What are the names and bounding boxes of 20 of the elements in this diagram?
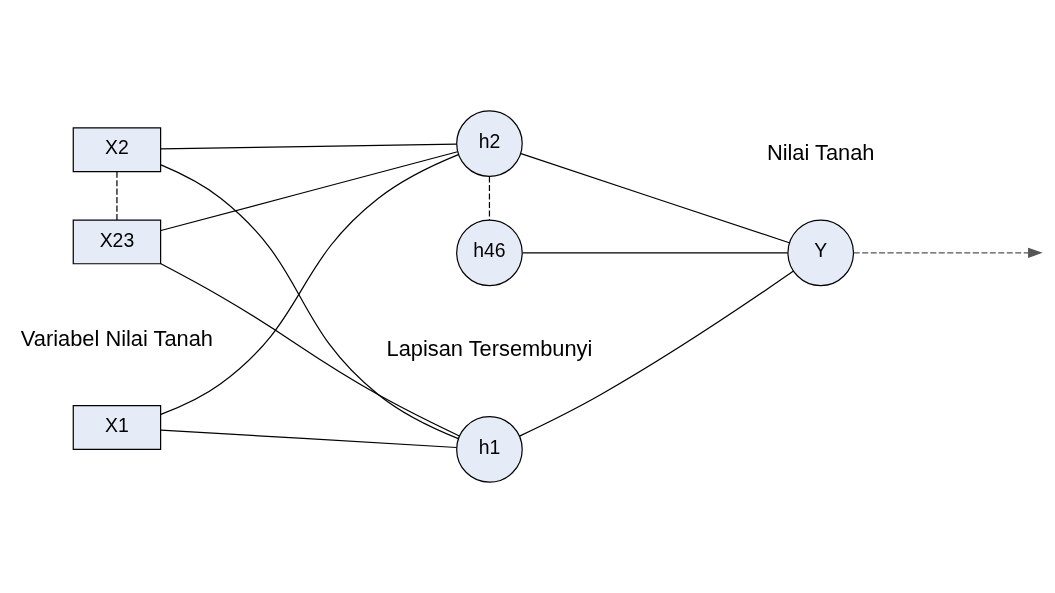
node-box: X23 bbox=[72, 219, 162, 265]
node-circle: Y bbox=[787, 219, 855, 287]
label: Lapisan Tersembunyi bbox=[386, 336, 593, 362]
arrow bbox=[853, 247, 1043, 258]
label: Nilai Tanah bbox=[766, 139, 875, 165]
connector bbox=[160, 429, 458, 449]
node-circle: h2 bbox=[456, 110, 523, 177]
connector bbox=[160, 151, 459, 232]
node-box: X2 bbox=[72, 127, 162, 173]
connector bbox=[160, 263, 460, 437]
node-box: X1 bbox=[72, 405, 162, 450]
connector bbox=[488, 175, 491, 221]
node-circle: h46 bbox=[456, 219, 523, 287]
connector bbox=[160, 143, 458, 150]
label: Variabel Nilai Tanah bbox=[20, 325, 213, 351]
connector bbox=[116, 171, 118, 221]
connector bbox=[522, 252, 789, 254]
connector bbox=[520, 153, 790, 244]
connector bbox=[518, 270, 795, 437]
node-circle: h1 bbox=[456, 416, 523, 483]
